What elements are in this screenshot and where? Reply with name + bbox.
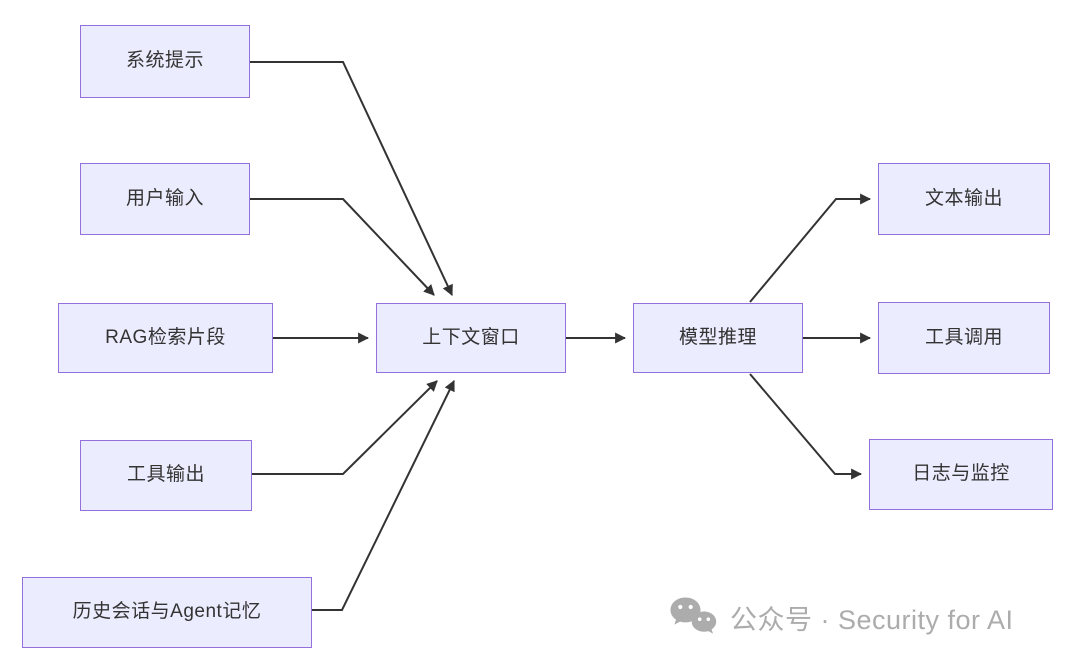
node-tool-output: 工具输出 xyxy=(80,440,252,511)
edge-model-inference-to-logging-monitoring xyxy=(749,373,863,480)
node-text-output: 文本输出 xyxy=(878,163,1050,235)
edge-model-inference-to-text-output xyxy=(749,193,872,303)
edge-user-input-to-context-window xyxy=(250,198,435,296)
node-rag-snippets: RAG检索片段 xyxy=(58,303,273,373)
watermark: 公众号 · Security for AI xyxy=(668,592,1014,642)
node-model-inference: 模型推理 xyxy=(633,303,803,373)
node-tool-call: 工具调用 xyxy=(878,302,1050,374)
edge-history-memory-to-context-window xyxy=(312,380,455,611)
wechat-icon xyxy=(668,594,718,640)
node-system-prompt: 系统提示 xyxy=(80,25,250,98)
node-history-memory: 历史会话与Agent记忆 xyxy=(22,577,312,648)
node-logging-monitoring: 日志与监控 xyxy=(869,439,1053,510)
node-context-window: 上下文窗口 xyxy=(376,303,566,373)
watermark-text: 公众号 · Security for AI xyxy=(730,604,1014,635)
edge-tool-output-to-context-window xyxy=(252,380,438,475)
edge-system-prompt-to-context-window xyxy=(250,61,453,296)
node-user-input: 用户输入 xyxy=(80,163,250,235)
